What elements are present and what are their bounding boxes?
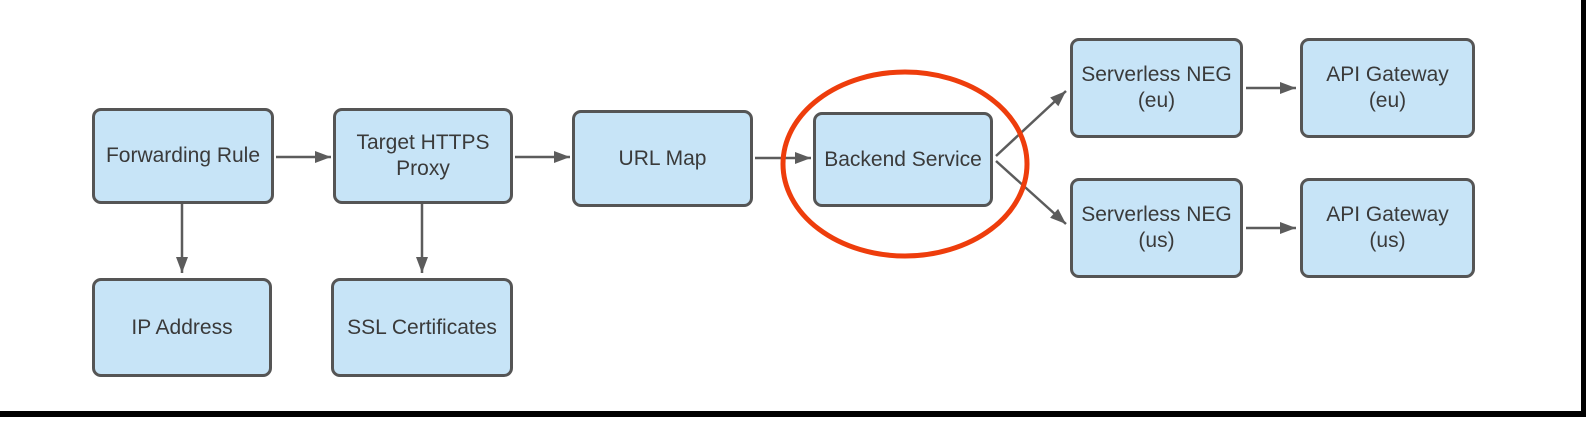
node-backend-service: Backend Service <box>813 112 993 207</box>
node-url-map-label: URL Map <box>618 146 707 170</box>
frame-border-right <box>1581 0 1586 417</box>
node-api-gateway-us-label: API Gateway (us) <box>1326 203 1449 252</box>
node-ssl-certificates: SSL Certificates <box>331 278 513 377</box>
node-serverless-neg-eu-label: Serverless NEG (eu) <box>1081 63 1232 112</box>
node-serverless-neg-us-label: Serverless NEG (us) <box>1081 203 1232 252</box>
node-ssl-certificates-label: SSL Certificates <box>347 315 497 339</box>
edge-backend-service-to-serverless-neg-eu <box>995 90 1067 157</box>
node-serverless-neg-eu: Serverless NEG (eu) <box>1070 38 1243 138</box>
node-ip-address: IP Address <box>92 278 272 377</box>
node-ip-address-label: IP Address <box>131 315 233 339</box>
node-forwarding-rule-label: Forwarding Rule <box>105 144 261 168</box>
frame-border-bottom <box>0 411 1586 417</box>
node-forwarding-rule: Forwarding Rule <box>92 108 274 204</box>
node-target-https-proxy: Target HTTPS Proxy <box>333 108 513 204</box>
node-url-map: URL Map <box>572 110 753 207</box>
node-api-gateway-eu: API Gateway (eu) <box>1300 38 1475 138</box>
node-api-gateway-us: API Gateway (us) <box>1300 178 1475 278</box>
edge-backend-service-to-serverless-neg-us <box>995 160 1067 225</box>
node-serverless-neg-us: Serverless NEG (us) <box>1070 178 1243 278</box>
node-target-https-proxy-label: Target HTTPS Proxy <box>356 131 490 180</box>
node-backend-service-label: Backend Service <box>824 147 982 171</box>
node-api-gateway-eu-label: API Gateway (eu) <box>1326 63 1449 112</box>
